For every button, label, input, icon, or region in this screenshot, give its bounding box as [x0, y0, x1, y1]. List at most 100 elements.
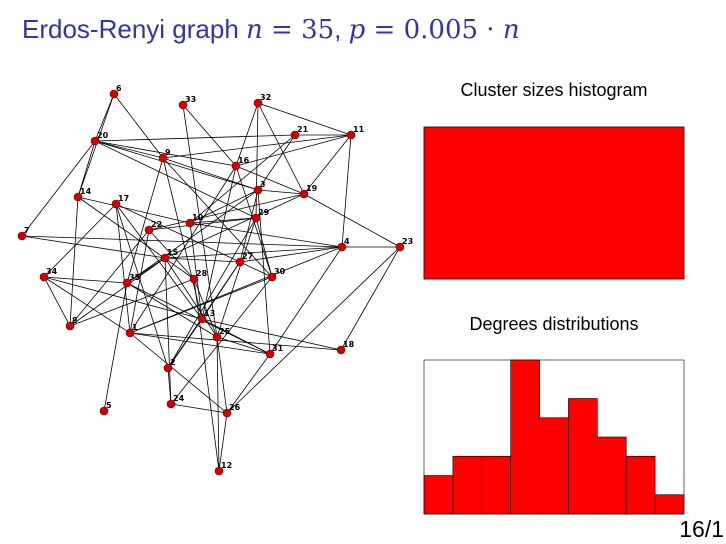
title-n-symbol: n — [246, 15, 263, 45]
title-eq1: = — [262, 15, 302, 45]
graph-node-27 — [235, 257, 245, 267]
graph-node-23 — [395, 242, 405, 252]
graph-node-18 — [336, 345, 346, 355]
graph-edge-13-18 — [201, 318, 342, 351]
graph-node-22 — [144, 225, 154, 235]
graph-node-7 — [17, 231, 27, 241]
graph-node-24 — [166, 399, 176, 409]
graph-edge-20-14 — [77, 140, 96, 198]
graph-edge-15-24 — [164, 257, 172, 405]
graph-edge-9-30 — [162, 157, 273, 278]
graph-edge-1-26 — [129, 332, 228, 414]
graph-edge-11-4 — [341, 134, 352, 248]
graph-node-34 — [39, 272, 49, 282]
graph-node-label-1: 1 — [132, 323, 138, 332]
graph-node-9 — [158, 153, 168, 163]
graph-node-label-17: 17 — [118, 194, 129, 203]
graph-node-label-15: 15 — [167, 248, 179, 257]
graph-edge-21-10 — [189, 134, 296, 224]
graph-node-label-23: 23 — [402, 237, 413, 246]
degree-histogram-bar-3 — [481, 455, 511, 515]
graph-edge-20-9 — [94, 140, 164, 159]
graph-edge-17-30 — [115, 203, 273, 278]
graph-node-label-34: 34 — [46, 267, 58, 276]
graph-node-label-14: 14 — [80, 187, 92, 196]
cluster-histogram-title: Cluster sizes histogram — [460, 80, 648, 100]
degree-histogram-bar-5 — [539, 417, 569, 515]
cluster-histogram — [423, 126, 685, 280]
graph-node-4 — [337, 242, 347, 252]
graph-edge-15-4 — [164, 246, 343, 259]
graph-edge-35-5 — [103, 282, 128, 412]
graph-edge-29-30 — [255, 217, 273, 278]
graph-node-label-19: 19 — [306, 184, 318, 193]
graph-node-label-11: 11 — [353, 125, 365, 134]
graph-edge-27-4 — [239, 246, 343, 263]
graph-node-label-6: 6 — [116, 84, 122, 93]
graph-edge-17-34 — [43, 203, 117, 278]
graph-node-label-30: 30 — [274, 267, 286, 276]
graph-node-label-9: 9 — [165, 148, 171, 157]
graph-edge-23-26 — [226, 246, 401, 414]
graph-edge-1-31 — [129, 332, 271, 355]
graph-edge-20-7 — [21, 140, 96, 237]
degree-histogram-bar-2 — [452, 455, 483, 515]
graph-edge-28-12 — [193, 278, 220, 472]
graph-node-label-35: 35 — [129, 273, 141, 282]
title-n-value: 35 — [301, 15, 335, 45]
graph-edge-26-12 — [218, 412, 228, 472]
degree-distribution-title: Degrees distributions — [469, 314, 639, 334]
slide-title: Erdos-Renyi graph n = 35, p = 0.005 · n — [22, 14, 520, 45]
graph-edge-10-13 — [189, 222, 203, 320]
graph-edge-19-22 — [148, 193, 305, 231]
graph-node-label-24: 24 — [173, 394, 185, 403]
degree-distribution-histogram — [423, 359, 685, 515]
graph-node-5 — [99, 406, 109, 416]
graph-edge-13-31 — [201, 318, 271, 355]
graph-node-14 — [73, 192, 83, 202]
graph-node-35 — [122, 278, 132, 288]
graph-edge-25-12 — [216, 336, 220, 472]
degree-histogram-bar-8 — [625, 455, 656, 515]
graph-edge-23-18 — [340, 246, 401, 351]
graph-node-31 — [265, 349, 275, 359]
degree-histogram-bar-1 — [423, 475, 454, 515]
graph-edge-29-2 — [167, 217, 257, 369]
node-layer: 1234567891011121314151617181920212223242… — [17, 84, 413, 476]
graph-edge-4-31 — [269, 246, 343, 355]
graph-edge-8-28 — [69, 278, 195, 327]
graph-node-3 — [253, 185, 263, 195]
graph-edge-15-25 — [164, 257, 218, 338]
graph-node-label-3: 3 — [260, 180, 266, 189]
graph-edge-9-35 — [126, 157, 164, 284]
graph-edge-34-35 — [43, 276, 128, 284]
graph-node-13 — [197, 314, 207, 324]
graph-node-30 — [267, 272, 277, 282]
graph-edge-17-1 — [115, 203, 131, 334]
graph-edge-25-26 — [216, 336, 228, 414]
graph-edge-29-25 — [216, 217, 257, 338]
graph-edge-23-19 — [303, 193, 401, 248]
graph-edge-19-15 — [164, 193, 305, 259]
graph-node-29 — [251, 213, 261, 223]
graph-edge-11-9 — [162, 134, 352, 159]
degree-histogram-bar-6 — [568, 398, 598, 515]
graph-edge-28-25 — [193, 278, 218, 338]
edge-layer — [21, 93, 401, 472]
graph-edge-18-1 — [129, 332, 342, 351]
graph-edge-10-4 — [189, 222, 343, 248]
graph-edge-14-28 — [77, 196, 195, 280]
graph-node-label-22: 22 — [151, 220, 162, 229]
graph-node-label-28: 28 — [196, 269, 208, 278]
graph-edge-3-19 — [257, 189, 305, 195]
graph-edge-21-3 — [257, 134, 296, 191]
graph-node-label-26: 26 — [229, 403, 241, 412]
title-p-symbol: p — [348, 15, 366, 45]
graph-node-15 — [160, 253, 170, 263]
graph-edge-33-25 — [182, 104, 218, 338]
graph-node-label-31: 31 — [272, 344, 284, 353]
graph-node-label-29: 29 — [258, 208, 270, 217]
graph-edge-15-8 — [69, 257, 166, 327]
page-number: 16/1 — [679, 516, 724, 542]
degree-histogram-bar-7 — [597, 436, 627, 515]
